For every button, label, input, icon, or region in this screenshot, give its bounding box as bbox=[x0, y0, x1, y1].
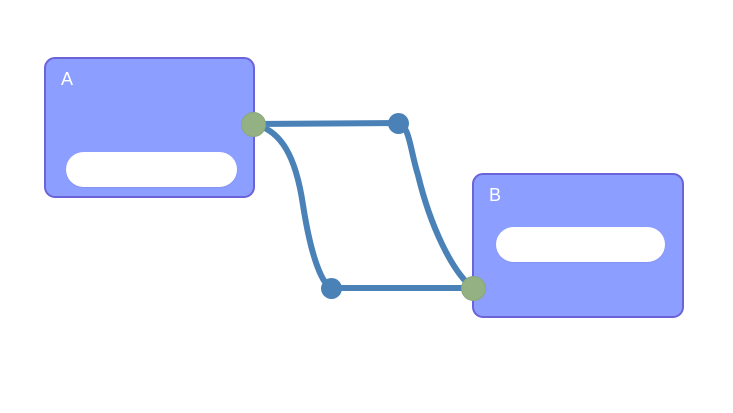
graph-node-b[interactable]: B bbox=[472, 173, 684, 318]
graph-node-a[interactable]: A bbox=[44, 57, 255, 198]
target-port-handle[interactable] bbox=[460, 275, 486, 301]
node-b-input-field[interactable] bbox=[496, 227, 665, 262]
edge-waypoint-top-right[interactable] bbox=[387, 112, 409, 134]
source-port-handle[interactable] bbox=[240, 111, 266, 137]
node-b-title: B bbox=[489, 185, 502, 205]
node-a-title: A bbox=[61, 69, 74, 89]
edge-waypoint-bottom-left[interactable] bbox=[320, 277, 342, 299]
node-a-input-field[interactable] bbox=[66, 152, 237, 187]
edge-a-to-b[interactable] bbox=[250, 120, 476, 291]
